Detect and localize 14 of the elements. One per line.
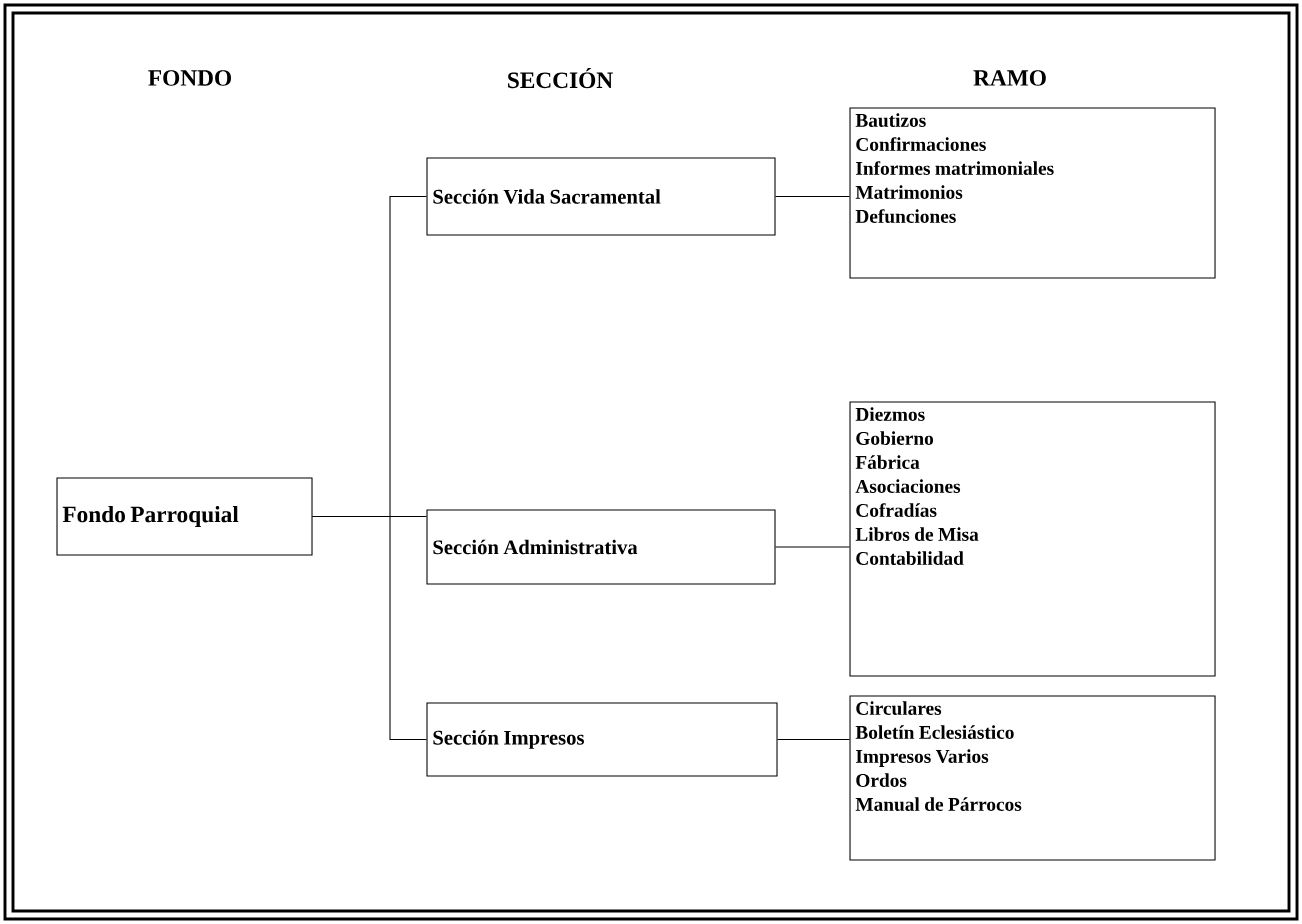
connector-line bbox=[777, 738, 851, 741]
list-box: Diezmos Gobierno Fábrica Asociaciones Cofradías Libros de Misa Contabilidad bbox=[849, 401, 1216, 677]
connector-line bbox=[775, 195, 851, 198]
list-box: Circulares Boletín Eclesiástico Impresos Varios Ordos Manual de Párrocos bbox=[849, 695, 1216, 861]
column-heading: FONDO bbox=[148, 70, 231, 86]
column-heading: RAMO bbox=[973, 70, 1046, 86]
section-box: Sección Impresos bbox=[426, 702, 778, 777]
column-heading: SECCIÓN bbox=[508, 67, 613, 89]
section-box: Sección Administrativa bbox=[426, 509, 776, 585]
section-box: Sección Vida Sacramental bbox=[426, 157, 776, 236]
list-box: Bautizos Confirmaciones Informes matrimoniales Matrimonios Defunciones bbox=[849, 107, 1216, 279]
connector-line bbox=[775, 546, 851, 548]
section-box: Fondo Parroquial bbox=[56, 477, 313, 556]
connector-line bbox=[312, 515, 427, 741]
